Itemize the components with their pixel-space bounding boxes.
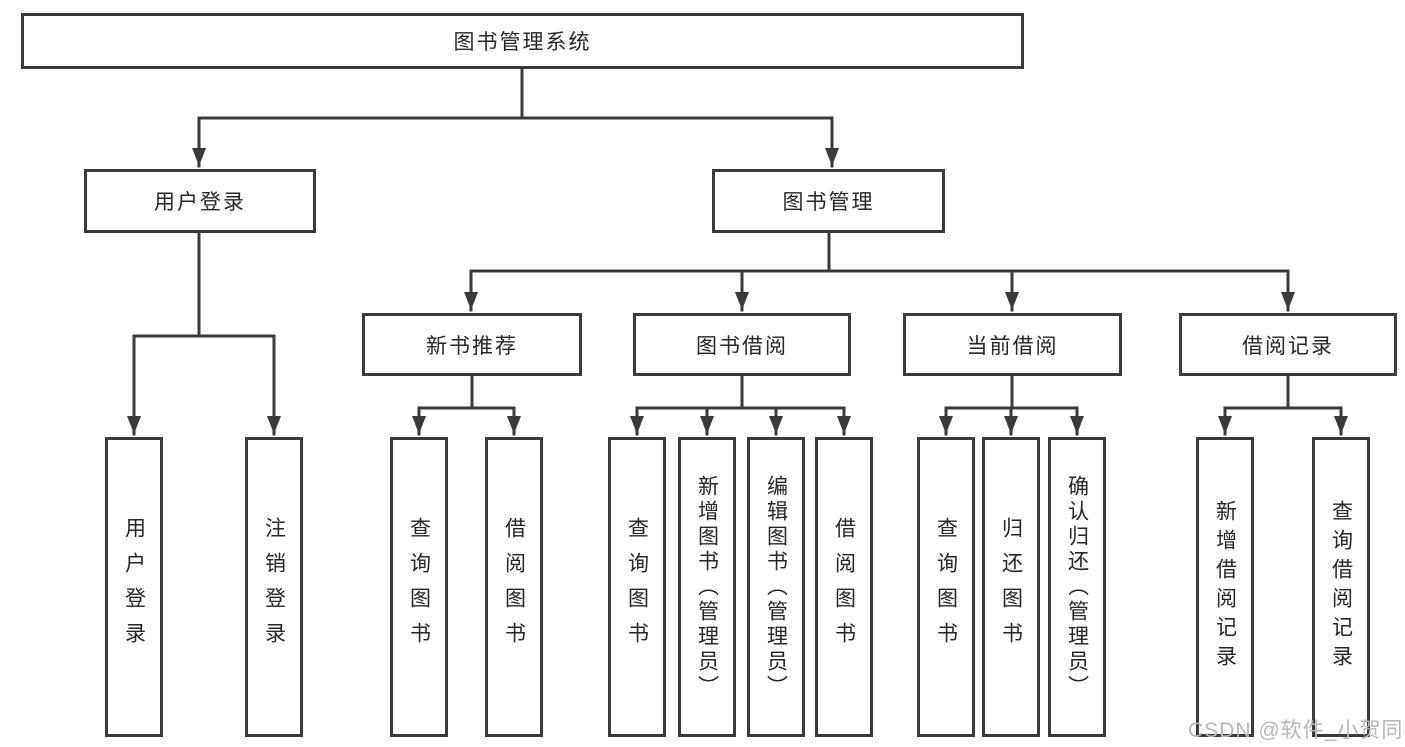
leaf-borrow-books-recommend: 借阅图书 (485, 437, 543, 737)
leaf-borrow-books-borrowing: 借阅图书 (815, 437, 873, 737)
leaf-user-login: 用户登录 (105, 437, 163, 737)
node-book-borrowing: 图书借阅 (633, 313, 851, 376)
node-user-login: 用户登录 (84, 169, 316, 233)
leaf-add-borrow-record: 新增借阅记录 (1196, 437, 1254, 737)
leaf-confirm-return-admin: 确认归还（管理员） (1048, 437, 1106, 737)
leaf-query-borrow-record: 查询借阅记录 (1312, 437, 1370, 737)
leaf-query-books-recommend: 查询图书 (390, 437, 448, 737)
node-new-book-recommendation: 新书推荐 (362, 313, 582, 376)
node-book-management: 图书管理 (712, 169, 945, 233)
leaf-edit-books-admin: 编辑图书（管理员） (747, 437, 805, 737)
leaf-query-books-current: 查询图书 (917, 437, 975, 737)
node-borrowing-records: 借阅记录 (1179, 313, 1397, 376)
leaf-query-books-borrowing: 查询图书 (608, 437, 666, 737)
leaf-logout: 注销登录 (245, 437, 303, 737)
leaf-return-books: 归还图书 (982, 437, 1040, 737)
leaf-add-books-admin: 新增图书（管理员） (678, 437, 736, 737)
node-current-borrowing: 当前借阅 (903, 313, 1122, 376)
watermark-text: CSDN @软件_小贺同学 (1188, 719, 1405, 742)
node-library-management-system: 图书管理系统 (21, 13, 1024, 69)
